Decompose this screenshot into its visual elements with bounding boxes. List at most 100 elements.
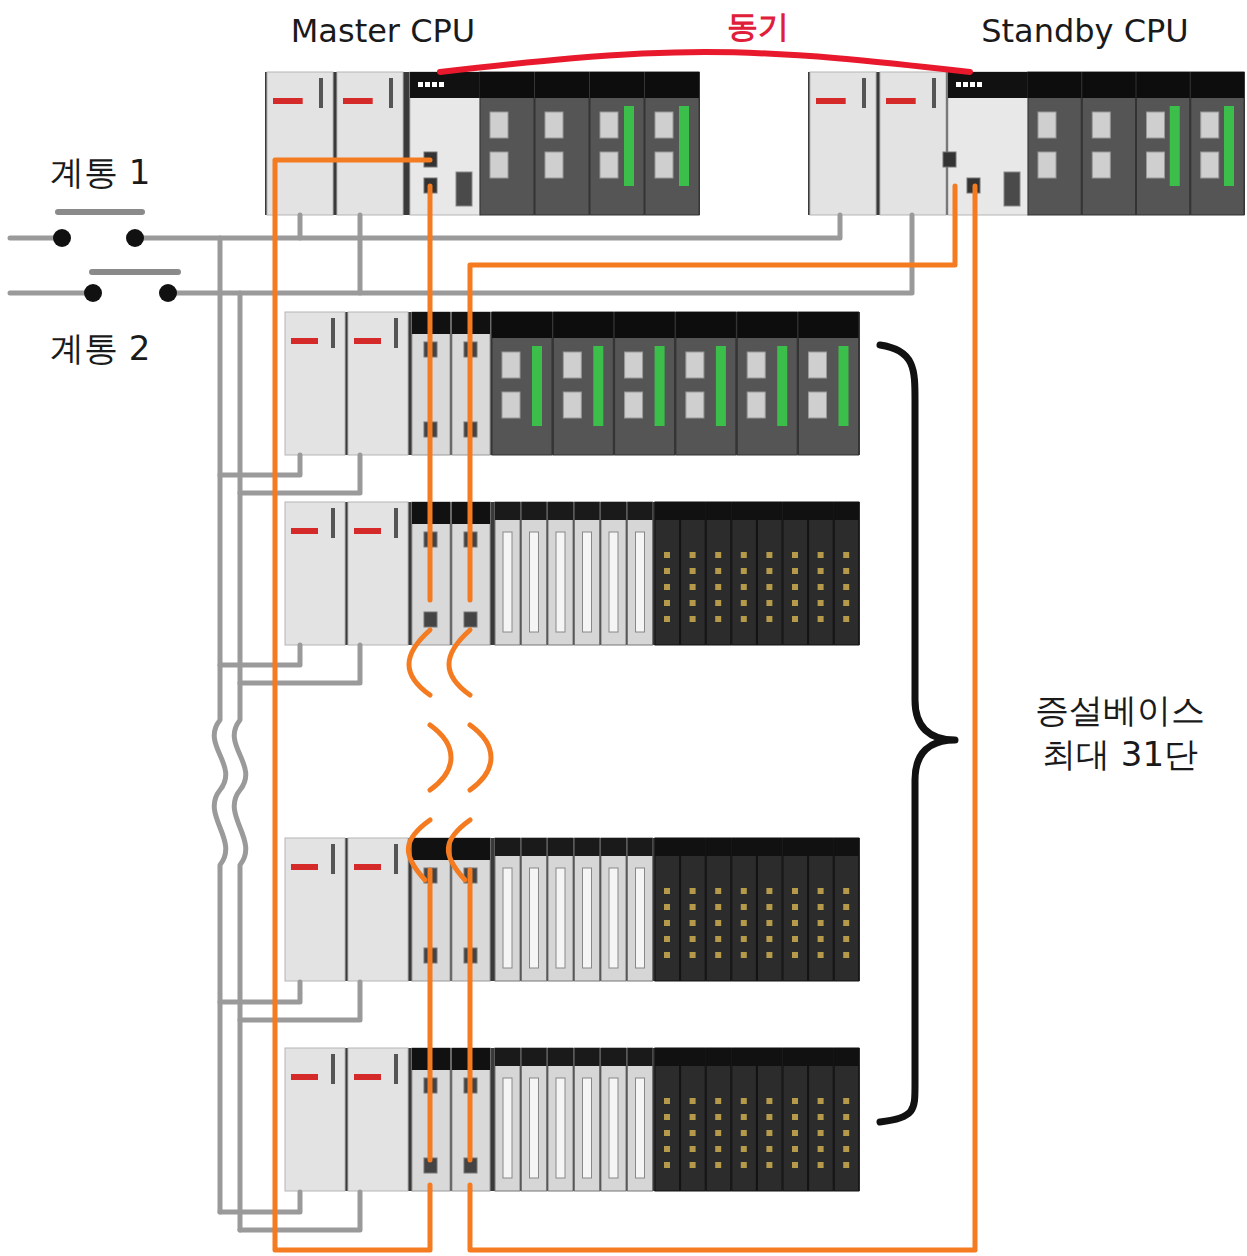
terminal-strip xyxy=(1170,106,1180,186)
io-module xyxy=(535,72,589,215)
io-module-dark xyxy=(834,502,859,645)
terminal-dot xyxy=(715,1162,721,1168)
io-module-dark xyxy=(706,1048,731,1191)
base-backplane xyxy=(285,312,860,455)
terminal-strip xyxy=(1224,106,1234,186)
base-backplane xyxy=(285,502,860,645)
terminal-slot xyxy=(583,532,592,632)
terminal-dot xyxy=(843,920,849,926)
io-module-dark xyxy=(681,1048,706,1191)
terminal-dot xyxy=(690,1162,696,1168)
rack-backplane xyxy=(265,72,700,215)
io-top-band xyxy=(645,72,699,98)
terminal-dot xyxy=(715,616,721,622)
terminal-strip xyxy=(839,346,849,426)
terminal-dot xyxy=(664,920,670,926)
terminal-slot xyxy=(583,1078,592,1178)
connector-port xyxy=(655,152,673,178)
power-module xyxy=(348,312,408,455)
terminal-dot xyxy=(741,936,747,942)
terminal-dot xyxy=(792,584,798,590)
power-branch xyxy=(220,645,300,665)
terminal-dot xyxy=(818,1098,824,1104)
cable-break xyxy=(430,725,451,790)
io-top-band xyxy=(1191,72,1244,98)
io-top-band xyxy=(681,1048,706,1066)
power-switch xyxy=(394,1054,398,1084)
terminal-dot xyxy=(792,600,798,606)
io-module-light xyxy=(601,502,626,645)
terminal-dot xyxy=(818,1146,824,1152)
power-label-strip xyxy=(354,864,381,870)
io-module-dark xyxy=(655,502,680,645)
sync-label: 동기 xyxy=(723,6,793,48)
terminal-dot xyxy=(792,888,798,894)
sync-link xyxy=(440,52,970,72)
terminal-dot xyxy=(715,1114,721,1120)
power-line xyxy=(214,238,226,1212)
cpu-led xyxy=(956,82,961,87)
expansion-cable xyxy=(428,186,433,600)
io-top-band xyxy=(575,1048,600,1066)
io-module-light xyxy=(628,1048,653,1191)
terminal-dot xyxy=(664,1146,670,1152)
switch-contact xyxy=(53,229,71,247)
io-module-dark xyxy=(783,1048,808,1191)
io-module-light xyxy=(575,1048,600,1191)
power-switch xyxy=(862,78,866,108)
power-switch xyxy=(331,844,335,874)
io-top-band xyxy=(522,838,547,856)
connector-port xyxy=(1147,112,1165,138)
terminal-dot xyxy=(843,888,849,894)
terminal-dot xyxy=(766,584,772,590)
switch-bar xyxy=(58,209,142,215)
io-module xyxy=(1191,72,1244,215)
io-module-dark xyxy=(809,838,834,981)
terminal-strip xyxy=(679,106,689,186)
io-module xyxy=(737,312,797,455)
io-module-light xyxy=(495,502,520,645)
terminal-dot xyxy=(792,936,798,942)
terminal-dot xyxy=(741,600,747,606)
cable-break xyxy=(448,820,470,880)
comm-port xyxy=(424,612,437,627)
terminal-dot xyxy=(792,920,798,926)
expansion-cable xyxy=(470,186,955,600)
cpu-top-band xyxy=(948,72,1028,98)
terminal-dot xyxy=(741,1114,747,1120)
terminal-dot xyxy=(766,888,772,894)
rack-backplane xyxy=(808,72,1245,215)
io-module xyxy=(1082,72,1135,215)
connector-port xyxy=(747,352,765,378)
io-module-light xyxy=(548,838,573,981)
io-module-light xyxy=(575,502,600,645)
io-top-band xyxy=(548,502,573,520)
terminal-dot xyxy=(843,1098,849,1104)
io-top-band xyxy=(601,838,626,856)
power-label-strip xyxy=(354,1074,381,1080)
switch-contact xyxy=(159,284,177,302)
io-module-dark xyxy=(757,838,782,981)
io-module-dark xyxy=(783,502,808,645)
io-module-light xyxy=(601,1048,626,1191)
io-module-dark xyxy=(834,838,859,981)
io-module-dark xyxy=(706,502,731,645)
cpu-led xyxy=(418,82,423,87)
io-module-dark xyxy=(732,1048,757,1191)
terminal-dot xyxy=(818,1130,824,1136)
expansion-cable xyxy=(428,870,433,1160)
cpu-module xyxy=(948,72,1028,215)
terminal-dot xyxy=(766,904,772,910)
io-top-band xyxy=(522,1048,547,1066)
io-module-light xyxy=(548,1048,573,1191)
power-line xyxy=(234,293,246,1230)
io-module-light xyxy=(628,502,653,645)
io-top-band xyxy=(809,1048,834,1066)
io-top-band xyxy=(681,838,706,856)
terminal-dot xyxy=(843,600,849,606)
terminal-dot xyxy=(690,552,696,558)
terminal-dot xyxy=(818,920,824,926)
power-label-strip xyxy=(291,528,318,534)
power-branch xyxy=(240,1192,360,1230)
terminal-slot xyxy=(609,532,618,632)
